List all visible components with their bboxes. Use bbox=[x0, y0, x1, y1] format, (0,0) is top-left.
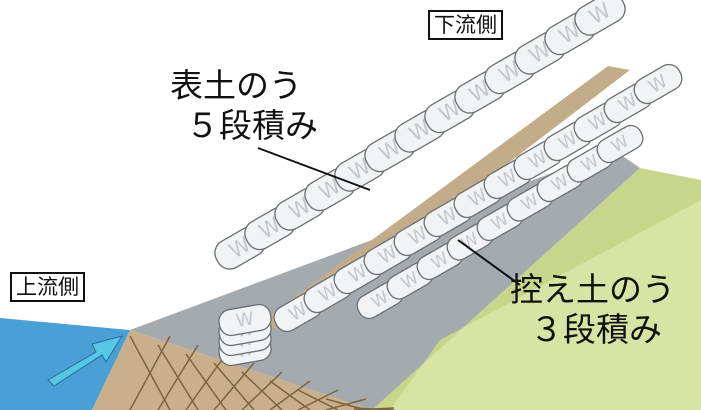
leader-lines bbox=[257, 147, 521, 286]
surface-bags-leader bbox=[257, 147, 371, 191]
hatch-line bbox=[157, 344, 199, 410]
hatch-line bbox=[185, 353, 227, 410]
backing-bags-leader bbox=[457, 239, 521, 286]
surface-bags-line1: 表土のう bbox=[170, 66, 302, 105]
flow-direction-arrow-icon bbox=[47, 335, 124, 387]
downstream-label: 下流側 bbox=[428, 10, 503, 40]
hatch-line bbox=[297, 389, 339, 410]
hatch-line bbox=[129, 335, 171, 410]
hatch-line bbox=[213, 362, 255, 410]
embankment-hatching bbox=[129, 335, 395, 410]
sandbag: W bbox=[574, 0, 626, 36]
surface-bags-callout: 表土のう ５段積み bbox=[170, 66, 318, 146]
hatch-line bbox=[325, 398, 367, 410]
hatch-line bbox=[241, 371, 283, 410]
backing-bags-line1: 控え土のう bbox=[510, 270, 675, 309]
grass-slope bbox=[372, 168, 701, 410]
upstream-label: 上流側 bbox=[10, 272, 85, 302]
sandbag: W bbox=[633, 63, 683, 105]
surface-bags-line2: ５段積み bbox=[186, 106, 318, 145]
sandbag: W bbox=[218, 303, 272, 337]
backing-bags-line2: ３段積み bbox=[530, 310, 662, 349]
grass-field bbox=[372, 190, 701, 410]
hatch-line bbox=[269, 380, 311, 410]
sandbag-rows: WWWWWWWWWWWWWWWWWWWWWWWWWWWWWWWWWWWWWWW bbox=[214, 0, 683, 367]
river-water bbox=[0, 318, 130, 410]
sandbag: W bbox=[596, 124, 644, 164]
bag-mark: W bbox=[234, 308, 255, 332]
backing-bags-callout: 控え土のう ３段積み bbox=[510, 270, 675, 350]
